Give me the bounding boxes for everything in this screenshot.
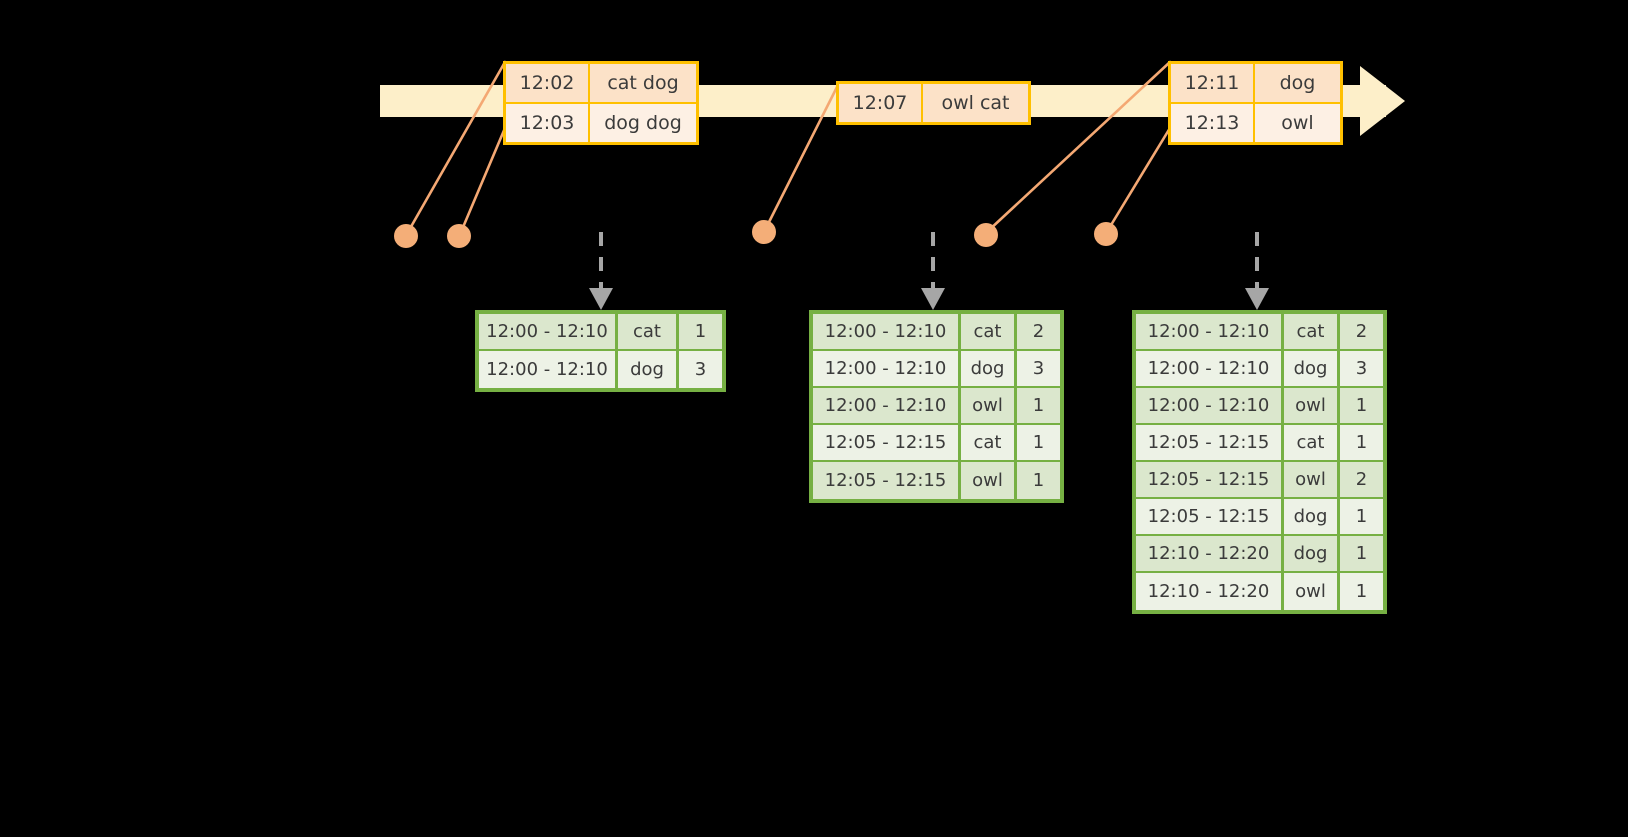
cell-count: 3 bbox=[1355, 358, 1368, 379]
table-row[interactable]: 12:05 - 12:15 owl 1 bbox=[813, 462, 1060, 499]
cell-word: dog bbox=[1284, 499, 1340, 534]
event-time: 12:02 bbox=[506, 64, 590, 102]
cell-word: owl bbox=[961, 388, 1017, 423]
cell-count: 2 bbox=[1355, 469, 1368, 490]
table-row[interactable]: 12:00 - 12:10 cat 2 bbox=[1136, 314, 1383, 351]
cell-word: owl bbox=[1284, 388, 1340, 423]
cell-count: 1 bbox=[1032, 395, 1045, 416]
event-words: owl cat bbox=[941, 92, 1010, 114]
table-row[interactable]: 12:05 - 12:15 owl 2 bbox=[1136, 462, 1383, 499]
event-box-1[interactable]: 12:02 cat dog 12:03 dog dog bbox=[503, 61, 699, 145]
connector-1 bbox=[406, 60, 507, 234]
cell-window: 12:10 - 12:20 bbox=[1136, 536, 1284, 571]
connector-5 bbox=[1106, 126, 1172, 232]
cell-word: cat bbox=[961, 425, 1017, 460]
event-dot-2 bbox=[447, 224, 471, 248]
cell-word: cat bbox=[1284, 314, 1340, 349]
event-dot-1 bbox=[394, 224, 418, 248]
trigger-arrow-2 bbox=[921, 232, 945, 310]
cell-count: 1 bbox=[694, 321, 707, 342]
event-time: 12:13 bbox=[1171, 104, 1255, 142]
table-row[interactable]: 12:05 - 12:15 cat 1 bbox=[813, 425, 1060, 462]
trigger-arrow-1 bbox=[589, 232, 613, 310]
event-words: dog dog bbox=[604, 112, 682, 134]
event-time: 12:03 bbox=[506, 104, 590, 142]
cell-window: 12:10 - 12:20 bbox=[1136, 573, 1284, 610]
cell-count: 1 bbox=[1032, 470, 1045, 491]
table-row[interactable]: 12:00 - 12:10 cat 2 bbox=[813, 314, 1060, 351]
cell-word: cat bbox=[1284, 425, 1340, 460]
table-row[interactable]: 12:00 - 12:10 dog 3 bbox=[813, 351, 1060, 388]
result-table-1[interactable]: 12:00 - 12:10 cat 1 12:00 - 12:10 dog 3 bbox=[475, 310, 726, 392]
table-row[interactable]: 12:00 - 12:10 owl 1 bbox=[813, 388, 1060, 425]
connector-3 bbox=[764, 83, 840, 230]
trigger-arrow-3 bbox=[1245, 232, 1269, 310]
event-row[interactable]: 12:11 dog bbox=[1171, 64, 1340, 102]
cell-count: 1 bbox=[1355, 395, 1368, 416]
event-time: 12:07 bbox=[839, 84, 923, 122]
table-row[interactable]: 12:00 - 12:10 owl 1 bbox=[1136, 388, 1383, 425]
cell-word: cat bbox=[618, 314, 679, 349]
trigger-arrows bbox=[589, 232, 1269, 310]
cell-word: owl bbox=[1284, 462, 1340, 497]
cell-window: 12:00 - 12:10 bbox=[813, 314, 961, 349]
cell-window: 12:00 - 12:10 bbox=[479, 314, 618, 349]
connector-4 bbox=[986, 60, 1172, 233]
cell-count: 1 bbox=[1355, 581, 1368, 602]
cell-word: owl bbox=[961, 462, 1017, 499]
table-row[interactable]: 12:10 - 12:20 owl 1 bbox=[1136, 573, 1383, 610]
cell-count: 1 bbox=[1355, 432, 1368, 453]
event-words: cat dog bbox=[607, 72, 679, 94]
event-dots bbox=[394, 220, 1118, 248]
cell-word: dog bbox=[1284, 351, 1340, 386]
cell-window: 12:00 - 12:10 bbox=[1136, 314, 1284, 349]
result-table-3[interactable]: 12:00 - 12:10 cat 2 12:00 - 12:10 dog 3 … bbox=[1132, 310, 1387, 614]
cell-word: dog bbox=[1284, 536, 1340, 571]
cell-window: 12:05 - 12:15 bbox=[1136, 462, 1284, 497]
cell-count: 2 bbox=[1032, 321, 1045, 342]
event-box-3[interactable]: 12:11 dog 12:13 owl bbox=[1168, 61, 1343, 145]
event-dot-3 bbox=[752, 220, 776, 244]
cell-word: owl bbox=[1284, 573, 1340, 610]
cell-count: 2 bbox=[1355, 321, 1368, 342]
event-dot-4 bbox=[974, 223, 998, 247]
event-row[interactable]: 12:03 dog dog bbox=[506, 102, 696, 142]
table-row[interactable]: 12:00 - 12:10 cat 1 bbox=[479, 314, 722, 351]
event-row[interactable]: 12:02 cat dog bbox=[506, 64, 696, 102]
event-words: dog bbox=[1279, 72, 1316, 94]
cell-count: 1 bbox=[1032, 432, 1045, 453]
cell-window: 12:00 - 12:10 bbox=[1136, 351, 1284, 386]
cell-window: 12:00 - 12:10 bbox=[1136, 388, 1284, 423]
event-box-2[interactable]: 12:07 owl cat bbox=[836, 81, 1031, 125]
cell-count: 3 bbox=[694, 359, 707, 380]
cell-window: 12:00 - 12:10 bbox=[813, 351, 961, 386]
event-words: owl bbox=[1281, 112, 1314, 134]
event-row[interactable]: 12:07 owl cat bbox=[839, 84, 1028, 122]
result-table-2[interactable]: 12:00 - 12:10 cat 2 12:00 - 12:10 dog 3 … bbox=[809, 310, 1064, 503]
event-row[interactable]: 12:13 owl bbox=[1171, 102, 1340, 142]
event-dot-5 bbox=[1094, 222, 1118, 246]
cell-window: 12:05 - 12:15 bbox=[813, 462, 961, 499]
cell-count: 1 bbox=[1355, 506, 1368, 527]
table-row[interactable]: 12:05 - 12:15 cat 1 bbox=[1136, 425, 1383, 462]
event-time: 12:11 bbox=[1171, 64, 1255, 102]
table-row[interactable]: 12:10 - 12:20 dog 1 bbox=[1136, 536, 1383, 573]
cell-count: 1 bbox=[1355, 543, 1368, 564]
cell-window: 12:05 - 12:15 bbox=[1136, 425, 1284, 460]
table-row[interactable]: 12:00 - 12:10 dog 3 bbox=[479, 351, 722, 388]
connector-2 bbox=[459, 126, 507, 234]
cell-window: 12:00 - 12:10 bbox=[479, 351, 618, 388]
cell-window: 12:05 - 12:15 bbox=[813, 425, 961, 460]
table-row[interactable]: 12:00 - 12:10 dog 3 bbox=[1136, 351, 1383, 388]
event-connectors bbox=[406, 60, 1172, 234]
cell-word: dog bbox=[961, 351, 1017, 386]
table-row[interactable]: 12:05 - 12:15 dog 1 bbox=[1136, 499, 1383, 536]
cell-word: dog bbox=[618, 351, 679, 388]
cell-window: 12:05 - 12:15 bbox=[1136, 499, 1284, 534]
cell-count: 3 bbox=[1032, 358, 1045, 379]
cell-word: cat bbox=[961, 314, 1017, 349]
cell-window: 12:00 - 12:10 bbox=[813, 388, 961, 423]
